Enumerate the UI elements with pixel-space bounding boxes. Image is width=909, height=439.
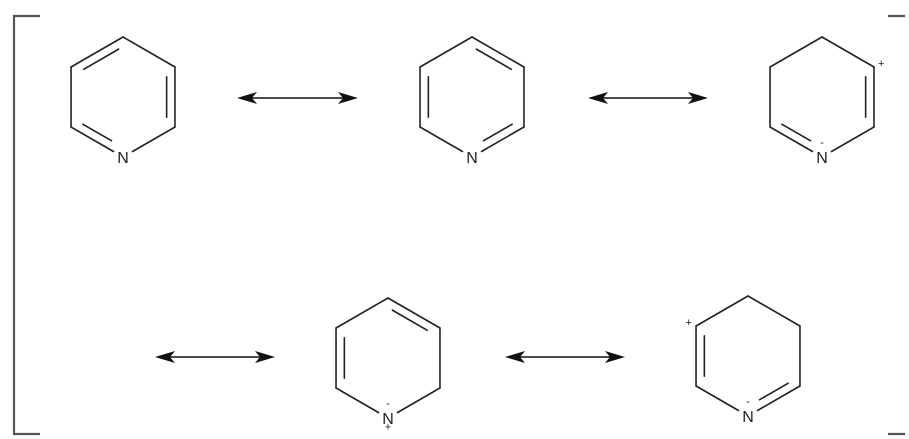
positive-charge: + — [385, 421, 391, 433]
double-bond-line — [391, 309, 429, 332]
nitrogen-atom-label: N — [816, 150, 828, 167]
arrows-layer — [155, 92, 708, 363]
arrow-head-left — [155, 351, 175, 363]
bond — [821, 36, 875, 68]
bond — [419, 36, 473, 68]
double-bond-line — [781, 123, 812, 142]
double-bond-line — [482, 123, 513, 142]
arrow-head-left — [505, 351, 525, 363]
pyridine-ortho-right: N- + — [769, 36, 884, 167]
left-bracket — [12, 14, 40, 436]
arrow-head-right — [338, 92, 358, 104]
bond — [830, 126, 875, 153]
bond — [335, 387, 380, 414]
bond — [396, 387, 441, 414]
pyridine-para: N+ - — [335, 297, 441, 433]
resonance-arrow — [505, 351, 625, 363]
nitrogen-atom-label: N — [466, 150, 478, 167]
pyridine-kekule-2: N — [419, 36, 525, 167]
bond — [471, 36, 525, 68]
arrow-head-right — [255, 351, 275, 363]
nitrogen-atom-label: N — [117, 150, 129, 167]
double-bond-line — [82, 123, 113, 142]
bond — [769, 126, 814, 153]
nitrogen-atom-label: N — [382, 411, 394, 428]
negative-charge: - — [386, 398, 390, 410]
resonance-arrow — [237, 92, 358, 104]
bond — [480, 126, 525, 153]
bond — [122, 36, 176, 68]
pyridine-kekule-1: N — [70, 36, 176, 167]
positive-charge: + — [878, 58, 884, 70]
arrow-head-right — [605, 351, 625, 363]
negative-charge: - — [820, 137, 824, 149]
bond — [747, 295, 801, 327]
bond — [70, 126, 115, 153]
nitrogen-atom-label: N — [742, 409, 754, 426]
double-bond-line — [758, 382, 789, 401]
positive-charge: + — [686, 317, 692, 329]
enclosing-brackets — [12, 14, 905, 436]
bond — [419, 126, 464, 153]
arrow-head-right — [688, 92, 708, 104]
bond — [335, 297, 389, 329]
bond — [695, 385, 740, 412]
bond — [70, 36, 124, 68]
bond — [769, 36, 823, 68]
double-bond-line — [82, 48, 120, 71]
negative-charge: - — [746, 396, 750, 408]
arrow-head-left — [588, 92, 608, 104]
arrow-head-left — [237, 92, 257, 104]
bond — [756, 385, 801, 412]
bond — [695, 295, 749, 327]
bond — [131, 126, 176, 153]
double-bond-line — [475, 48, 513, 71]
resonance-arrow — [588, 92, 708, 104]
pyridine-ortho-left: N + - — [686, 295, 801, 426]
resonance-arrow — [155, 351, 275, 363]
bond — [387, 297, 441, 329]
